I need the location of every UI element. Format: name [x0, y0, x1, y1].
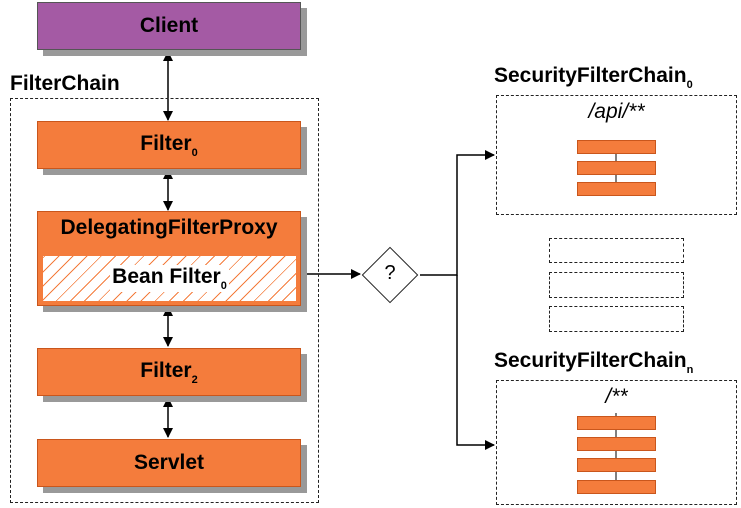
filter0-label: Filter0 [140, 131, 198, 159]
filter-chain-container [10, 98, 319, 503]
security-chain-0-container: /api/** [496, 95, 737, 215]
security-chain-placeholder [549, 238, 684, 263]
bean-filter-box: Bean Filter0 [42, 255, 297, 302]
filter0-box: Filter0 [37, 121, 301, 169]
security-chain-n-filter [577, 437, 656, 451]
decision-label: ? [384, 262, 396, 284]
security-chain-n-filter [577, 480, 656, 494]
delegating-filter-proxy-box: DelegatingFilterProxy Bean Filter0 [37, 211, 301, 306]
security-chain-n-title: SecurityFilterChainn [494, 349, 694, 376]
delegating-filter-proxy-label: DelegatingFilterProxy [60, 216, 278, 239]
security-chain-0-filter [577, 161, 656, 175]
client-label: Client [139, 14, 199, 37]
filter2-box: Filter2 [37, 348, 301, 396]
filter-chain-title-text: FilterChain [10, 72, 120, 95]
security-chain-n-pattern: /** [605, 385, 628, 408]
decision-chain0-arrow [420, 150, 495, 276]
security-chain-n-filter [577, 416, 656, 430]
bean-filter-label: Bean Filter0 [110, 265, 229, 292]
servlet-label: Servlet [133, 451, 205, 474]
decision-chainn-arrow [456, 275, 495, 450]
security-chain-0-pattern: /api/** [588, 100, 645, 123]
security-chain-placeholder [549, 306, 684, 332]
filter2-label: Filter2 [140, 358, 198, 386]
client-box: Client [37, 2, 301, 50]
security-chain-placeholder [549, 272, 684, 298]
security-chain-0-filter [577, 140, 656, 154]
security-chain-0-filter [577, 182, 656, 196]
servlet-box: Servlet [37, 439, 301, 487]
filter-chain-title: FilterChain [10, 72, 120, 96]
security-chain-n-filter [577, 458, 656, 472]
security-chain-n-container: /** [496, 380, 737, 505]
security-chain-0-title: SecurityFilterChain0 [494, 64, 693, 91]
